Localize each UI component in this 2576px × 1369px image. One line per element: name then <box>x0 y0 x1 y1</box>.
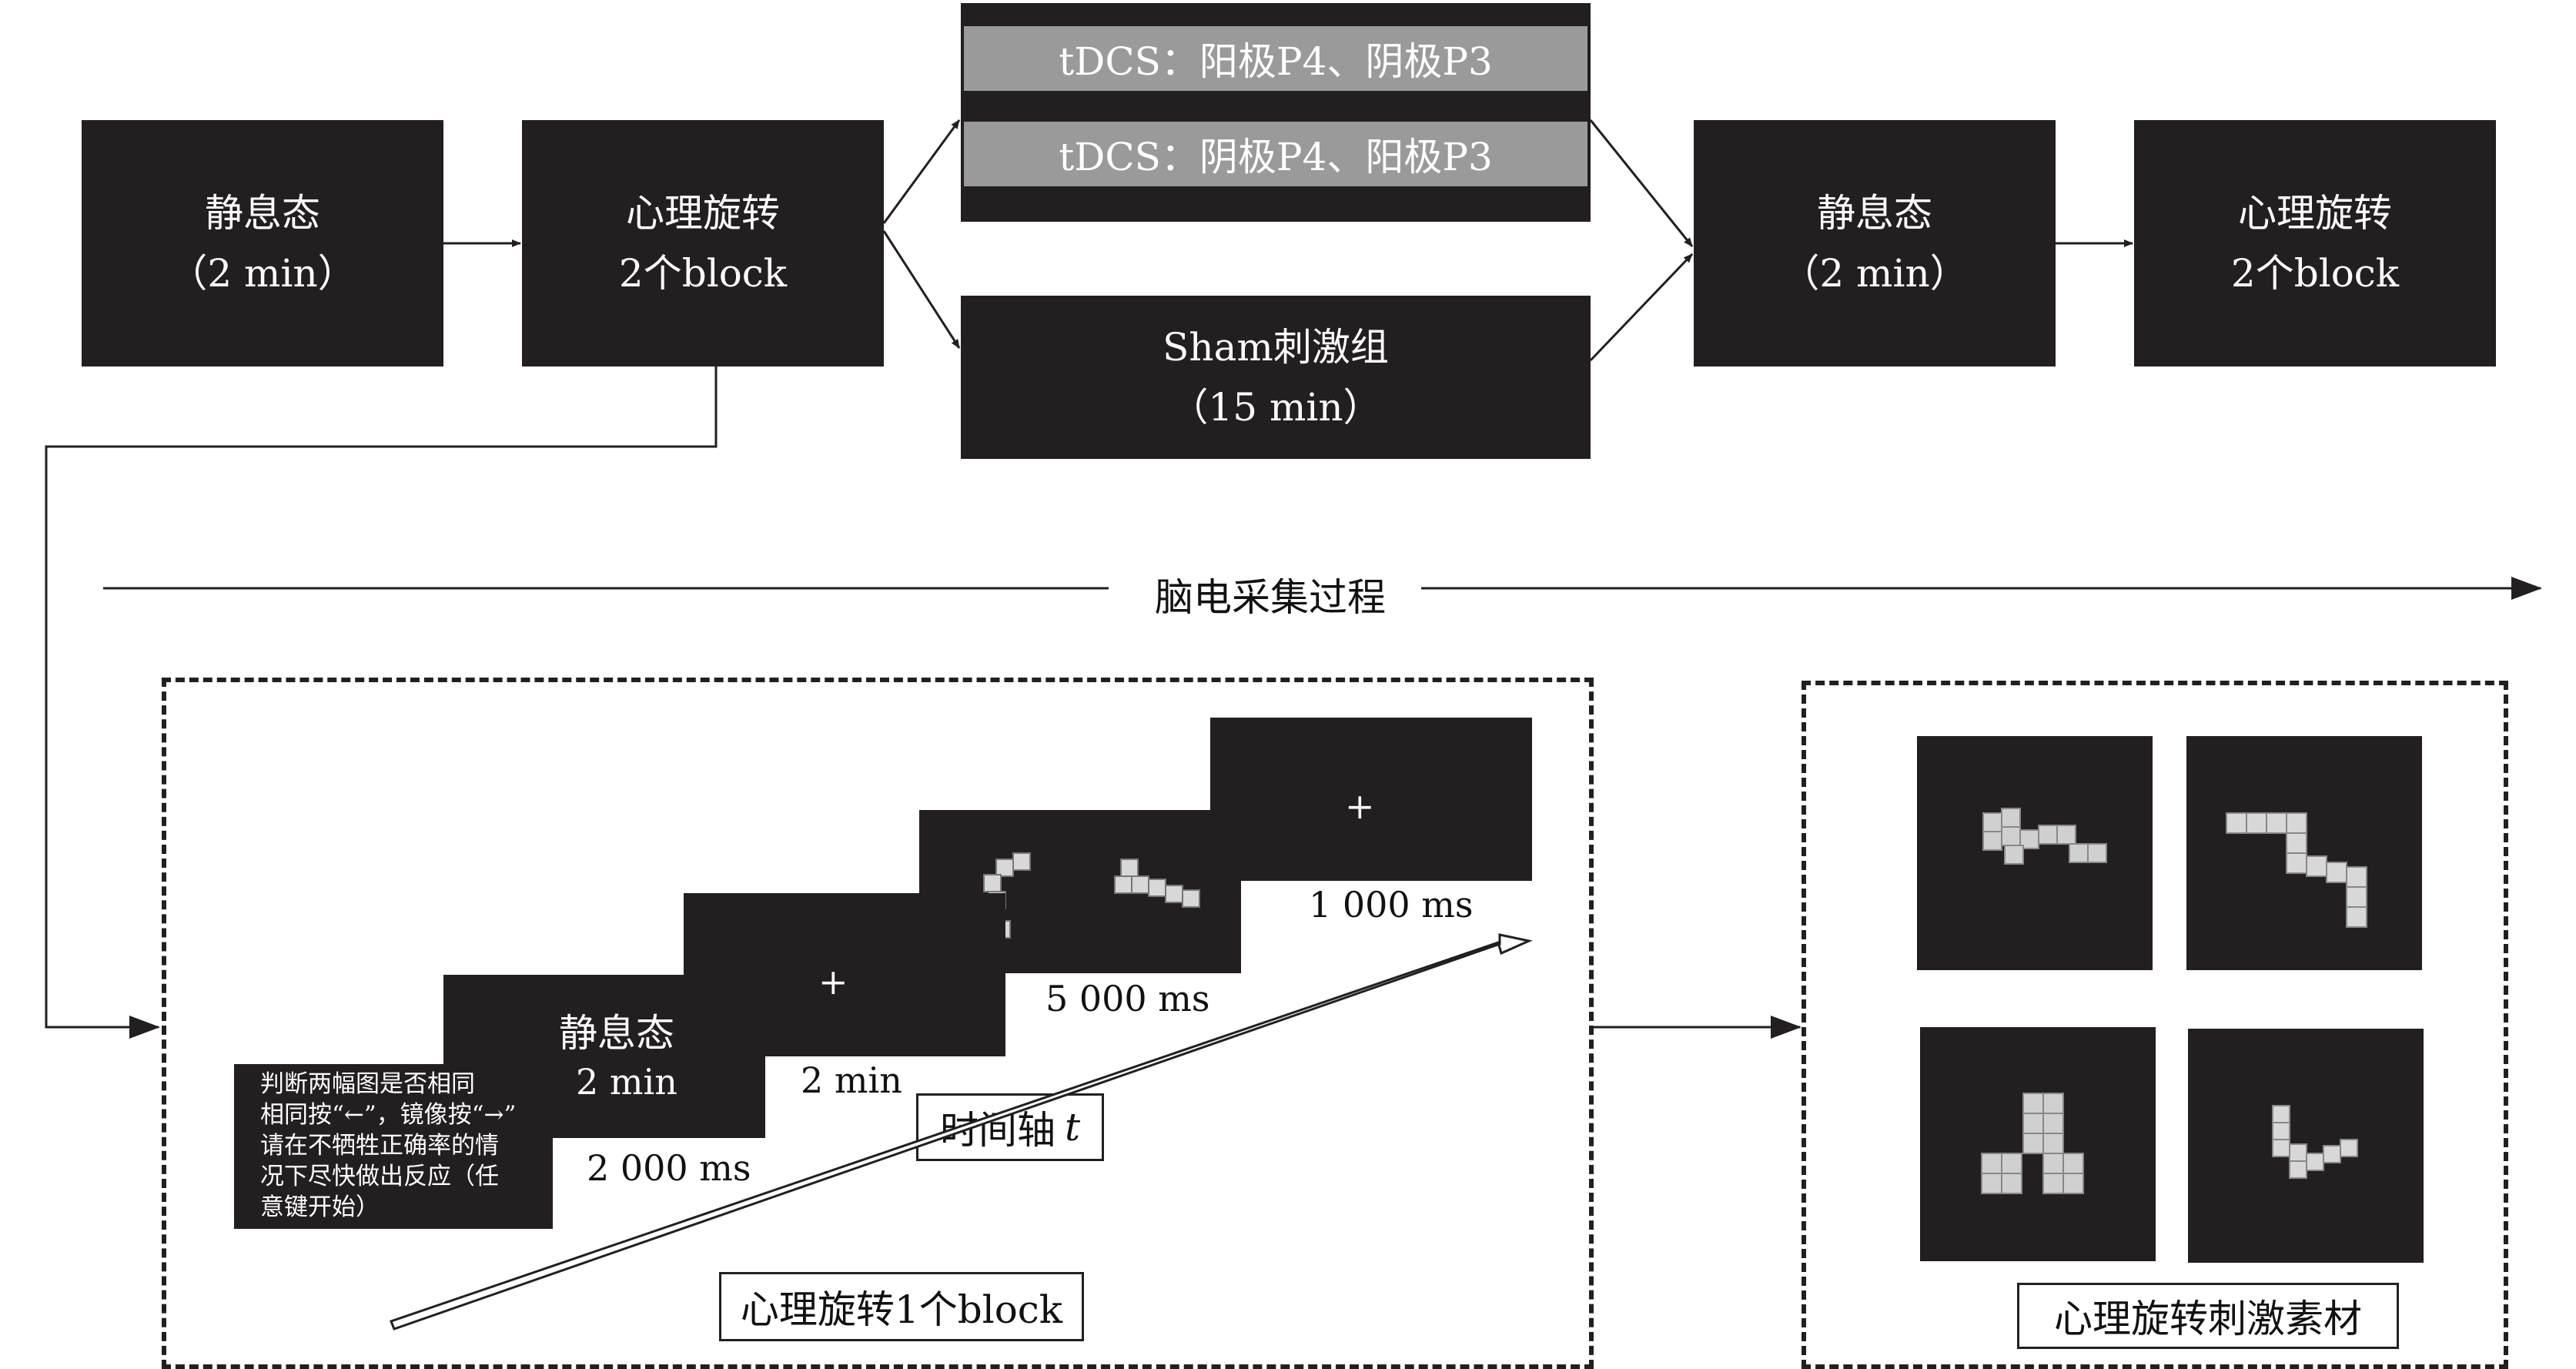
mental-rotation-box-1: 心理旋转 2个block <box>522 120 884 367</box>
duration-instruction: 2 000 ms <box>587 1147 751 1189</box>
sham-box: Sham刺激组 （15 min） <box>961 296 1591 459</box>
instruction-line-1: 判断两幅图是否相同 <box>260 1070 475 1098</box>
tdcs-condition-a: tDCS：阳极P4、阴极P3 <box>964 26 1587 91</box>
mental-rotation-box-2-title: 心理旋转 <box>2238 191 2392 236</box>
mental-rotation-box-1-blocks: 2个block <box>618 251 788 296</box>
fixation-cross-2: + <box>1345 785 1375 827</box>
stimulus-sample-4 <box>2188 1029 2424 1263</box>
cube-figure-2 <box>2226 812 2367 928</box>
materials-label: 心理旋转刺激素材 <box>2017 1283 2399 1349</box>
rest-box-2-duration: （2 min） <box>1781 251 1969 296</box>
cube-figure-3 <box>1981 1093 2084 1194</box>
rest-screen-title: 静息态 <box>559 1011 674 1056</box>
duration-stimulus: 5 000 ms <box>1045 978 1210 1019</box>
fixation-cross-1: + <box>818 961 848 1002</box>
eeg-acquisition-label: 脑电采集过程 <box>1139 567 1401 622</box>
stimulus-sample-2 <box>2186 736 2422 970</box>
stimulus-figure-right <box>1114 859 1200 908</box>
duration-fixation-2: 1 000 ms <box>1309 884 1474 925</box>
mental-rotation-box-1-title: 心理旋转 <box>626 191 780 236</box>
arrow-tdcs-to-rest <box>1589 119 1694 247</box>
rest-screen-duration: 2 min <box>576 1061 677 1103</box>
cube-figure-4 <box>2272 1105 2358 1179</box>
sham-box-title: Sham刺激组 <box>1163 325 1389 370</box>
rest-box-2: 静息态 （2 min） <box>1694 120 2056 367</box>
rest-box-1-duration: （2 min） <box>169 251 356 296</box>
stimulus-sample-1 <box>1917 736 2153 970</box>
instruction-line-3: 请在不牺牲正确率的情 <box>260 1132 499 1160</box>
time-axis-arrow <box>390 933 1533 1331</box>
cube-figure-1 <box>1982 808 2107 865</box>
instruction-line-5: 意键开始） <box>260 1193 380 1221</box>
arrow-sham-to-rest <box>1589 253 1694 362</box>
rest-box-2-title: 静息态 <box>1817 191 1932 236</box>
time-axis-variable: t <box>1064 1105 1081 1150</box>
instruction-line-2: 相同按“←”，镜像按“→” <box>260 1101 517 1129</box>
rest-box-1: 静息态 （2 min） <box>82 120 443 367</box>
arrow-mr-to-sham <box>882 230 961 349</box>
trial-block-label: 心理旋转1个block <box>719 1272 1084 1341</box>
instruction-line-4: 况下尽快做出反应（任 <box>260 1163 499 1190</box>
fixation-screen-2: + <box>1210 718 1532 881</box>
stimulus-sample-3 <box>1920 1027 2156 1261</box>
duration-fixation-1: 2 min <box>801 1059 902 1101</box>
sham-box-duration: （15 min） <box>1169 385 1382 430</box>
trial-block-frame <box>162 678 1594 1369</box>
mental-rotation-box-2: 心理旋转 2个block <box>2134 120 2496 367</box>
rest-box-1-title: 静息态 <box>205 191 320 236</box>
materials-frame <box>1802 681 2508 1369</box>
arrow-mr-to-trial <box>45 367 718 1039</box>
mental-rotation-box-2-blocks: 2个block <box>2230 251 2400 296</box>
instruction-screen: 判断两幅图是否相同 相同按“←”，镜像按“→” 请在不牺牲正确率的情 况下尽快做… <box>234 1064 553 1229</box>
tdcs-condition-b: tDCS：阴极P4、阳极P3 <box>964 122 1587 186</box>
arrow-mr-to-tdcs <box>882 119 961 224</box>
